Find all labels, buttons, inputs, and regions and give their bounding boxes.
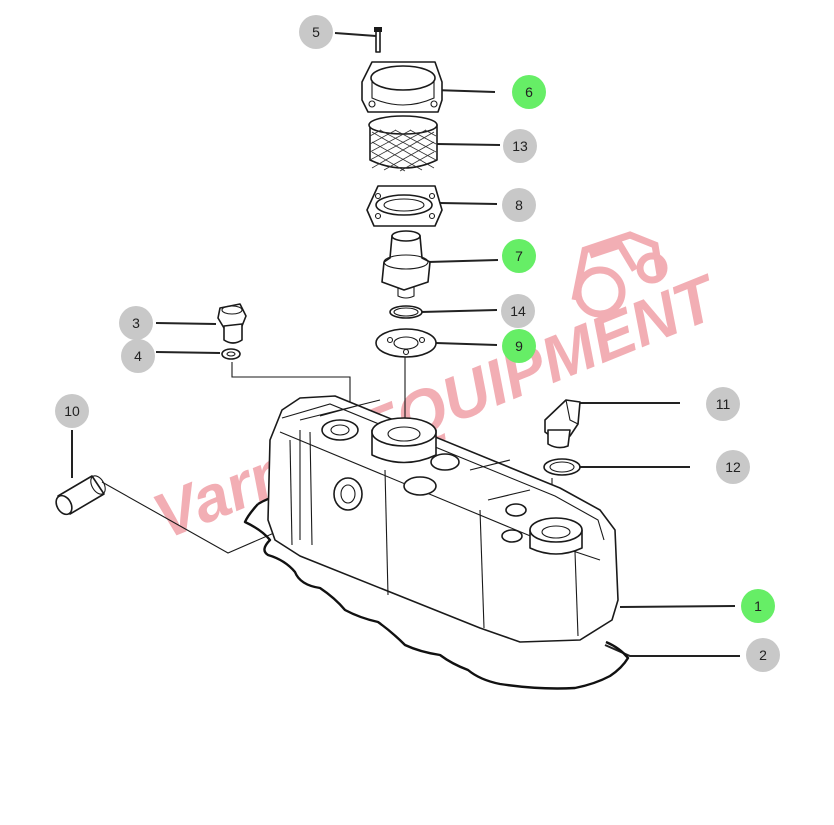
callout-2-badge — [746, 638, 780, 672]
part-13-filter-element — [368, 115, 438, 172]
callout-4[interactable]: 4 — [121, 339, 155, 373]
leader-5 — [334, 32, 377, 37]
callout-10-label: 10 — [64, 403, 80, 419]
callout-13[interactable]: 13 — [503, 129, 537, 163]
callout-2-label: 2 — [759, 647, 767, 663]
callout-13-badge — [503, 129, 537, 163]
callout-14[interactable]: 14 — [501, 294, 535, 328]
leader-14 — [420, 309, 498, 313]
callout-3-label: 3 — [132, 315, 140, 331]
guide-line-4 — [231, 362, 351, 420]
leader-3 — [155, 322, 217, 325]
callout-1-label: 1 — [754, 598, 762, 614]
callout-3[interactable]: 3 — [119, 306, 153, 340]
callout-5-badge — [299, 15, 333, 49]
callout-2[interactable]: 2 — [746, 638, 780, 672]
callout-9-label: 9 — [515, 338, 523, 354]
part-10-pin — [55, 475, 106, 516]
part-12-seal-ring — [543, 458, 581, 476]
callout-7[interactable]: 7 — [502, 239, 536, 273]
callout-7-label: 7 — [515, 248, 523, 264]
callout-1-badge — [741, 589, 775, 623]
callout-12-label: 12 — [725, 459, 741, 475]
callout-8-label: 8 — [515, 197, 523, 213]
callout-14-label: 14 — [510, 303, 526, 319]
part-6-cap — [361, 61, 443, 113]
callout-6[interactable]: 6 — [512, 75, 546, 109]
callout-11-label: 11 — [716, 396, 731, 412]
part-11-filler-cap — [544, 399, 581, 449]
leader-7 — [427, 259, 499, 263]
callout-3-badge — [119, 306, 153, 340]
leader-2 — [604, 644, 740, 657]
callout-11[interactable]: 11 — [706, 387, 740, 421]
callout-8-badge — [502, 188, 536, 222]
callout-9[interactable]: 9 — [502, 329, 536, 363]
part-9-base-gasket — [375, 328, 437, 358]
callout-8[interactable]: 8 — [502, 188, 536, 222]
leader-4 — [155, 351, 221, 354]
callout-13-label: 13 — [512, 138, 528, 154]
part-7-breather-pipe — [381, 230, 431, 299]
callout-10-badge — [55, 394, 89, 428]
part-4-washer — [221, 348, 241, 360]
leader-1 — [619, 605, 736, 608]
part-8-gasket — [366, 185, 443, 227]
callout-11-badge — [706, 387, 740, 421]
part-3-bolt — [217, 303, 247, 344]
callout-12[interactable]: 12 — [716, 450, 750, 484]
leader-6 — [433, 89, 496, 93]
callout-9-badge — [502, 329, 536, 363]
callout-4-badge — [121, 339, 155, 373]
callout-14-badge — [501, 294, 535, 328]
leader-9 — [435, 342, 498, 346]
callout-6-label: 6 — [525, 84, 533, 100]
callout-6-badge — [512, 75, 546, 109]
callout-1[interactable]: 1 — [741, 589, 775, 623]
callout-10[interactable]: 10 — [55, 394, 89, 428]
callout-4-label: 4 — [134, 348, 142, 364]
leader-13 — [436, 143, 501, 146]
callout-7-badge — [502, 239, 536, 273]
leader-lines — [71, 32, 740, 657]
part-14-o-ring — [389, 305, 423, 319]
callout-12-badge — [716, 450, 750, 484]
part-1-valve-cover — [267, 395, 619, 643]
callout-5-label: 5 — [312, 24, 320, 40]
leader-8 — [439, 202, 498, 205]
callout-5[interactable]: 5 — [299, 15, 333, 49]
callouts: 5 6 13 8 7 14 9 3 — [55, 15, 780, 672]
part-5-screw — [374, 27, 382, 53]
tractor-logo-icon — [571, 231, 668, 318]
